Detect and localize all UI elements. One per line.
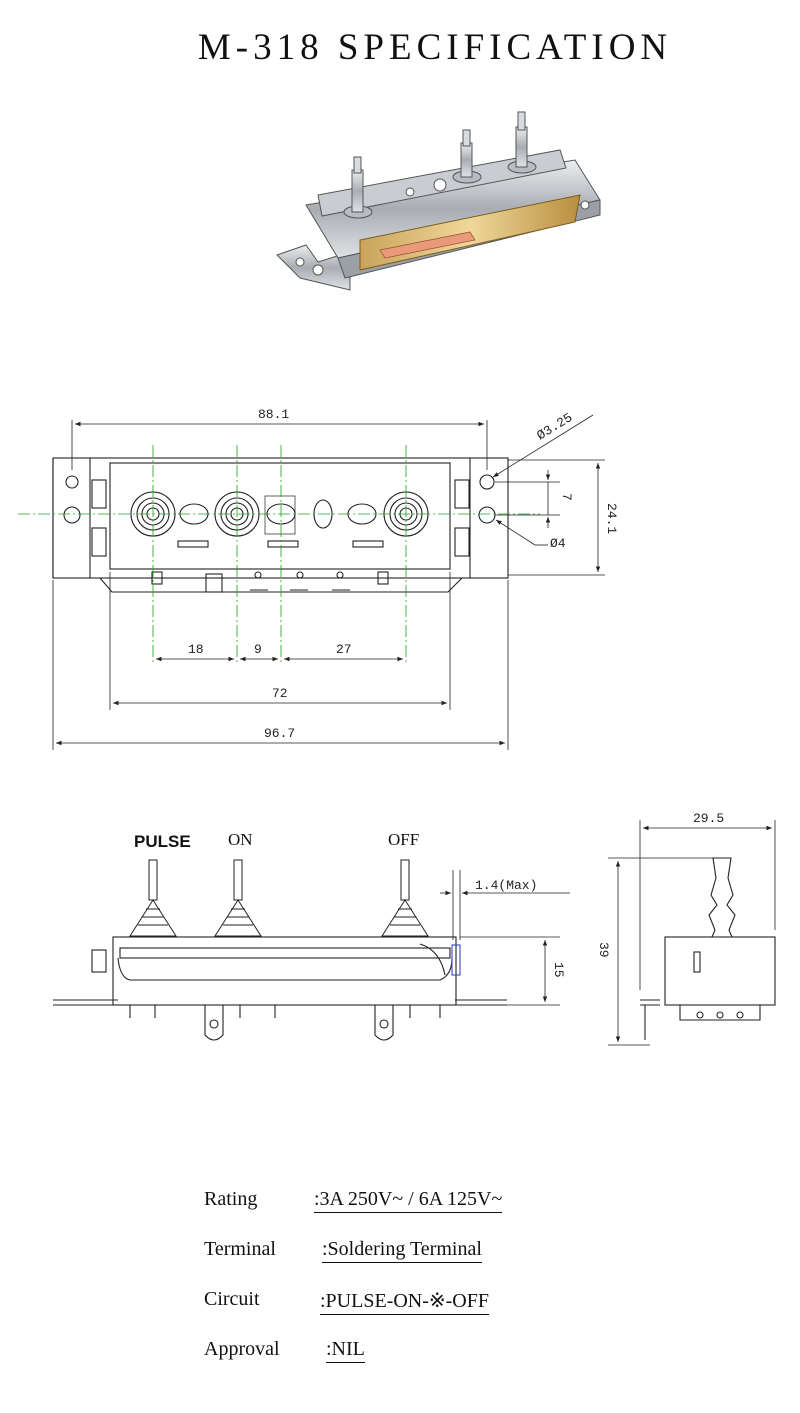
spec-value: :PULSE-ON-※-OFF — [320, 1288, 489, 1315]
spec-label: Circuit — [204, 1288, 260, 1310]
side-dimension-lines — [440, 870, 570, 1006]
dim-thickness: 1.4(Max) — [475, 878, 537, 893]
side-stem-pulse — [129, 859, 177, 937]
spec-label: Approval — [204, 1338, 280, 1360]
stem-right — [507, 111, 537, 174]
dim-total-height: 39 — [596, 942, 611, 958]
dim-pitch-1: 18 — [188, 642, 204, 657]
spec-row-rating: Rating :3A 250V~ / 6A 125V~ — [204, 1188, 624, 1238]
front-center-lines — [18, 445, 540, 665]
end-dimension-lines — [608, 820, 776, 1046]
page-title: M-318 SPECIFICATION — [197, 27, 673, 68]
dim-pitch-2: 9 — [254, 642, 262, 657]
dim-overall-width-top: 88.1 — [258, 407, 289, 422]
spec-row-terminal: Terminal :Soldering Terminal — [204, 1238, 624, 1288]
spec-label: Rating — [204, 1188, 258, 1210]
dim-depth: 29.5 — [693, 811, 724, 826]
label-pulse: PULSE — [134, 832, 191, 851]
side-stem-off — [381, 859, 429, 937]
spec-label: Terminal — [204, 1238, 276, 1260]
dim-overall-width: 96.7 — [264, 726, 295, 741]
spec-value: :3A 250V~ / 6A 125V~ — [314, 1188, 503, 1213]
spec-table: Rating :3A 250V~ / 6A 125V~ Terminal :So… — [204, 1188, 624, 1388]
stem-middle — [452, 129, 482, 184]
dim-pitch-3: 27 — [336, 642, 352, 657]
side-stem-on — [214, 859, 262, 937]
front-view — [52, 457, 509, 593]
side-view — [53, 936, 507, 1041]
stem-left — [343, 156, 373, 219]
dim-small-hole: Ø4 — [550, 536, 566, 551]
label-on: ON — [228, 830, 253, 849]
dim-inner-width: 72 — [272, 686, 288, 701]
spec-value: :Soldering Terminal — [322, 1238, 482, 1263]
dim-body-height: 15 — [551, 962, 566, 978]
spec-row-approval: Approval :NIL — [204, 1338, 624, 1388]
isometric-product-view — [276, 111, 601, 291]
front-dimension-lines — [52, 414, 605, 750]
label-off: OFF — [388, 830, 419, 849]
dim-height: 24.1 — [604, 503, 619, 534]
spec-value: :NIL — [326, 1338, 365, 1363]
dim-hole-pitch: 7 — [559, 493, 574, 501]
spec-row-circuit: Circuit :PULSE-ON-※-OFF — [204, 1288, 624, 1338]
end-view — [640, 857, 776, 1040]
